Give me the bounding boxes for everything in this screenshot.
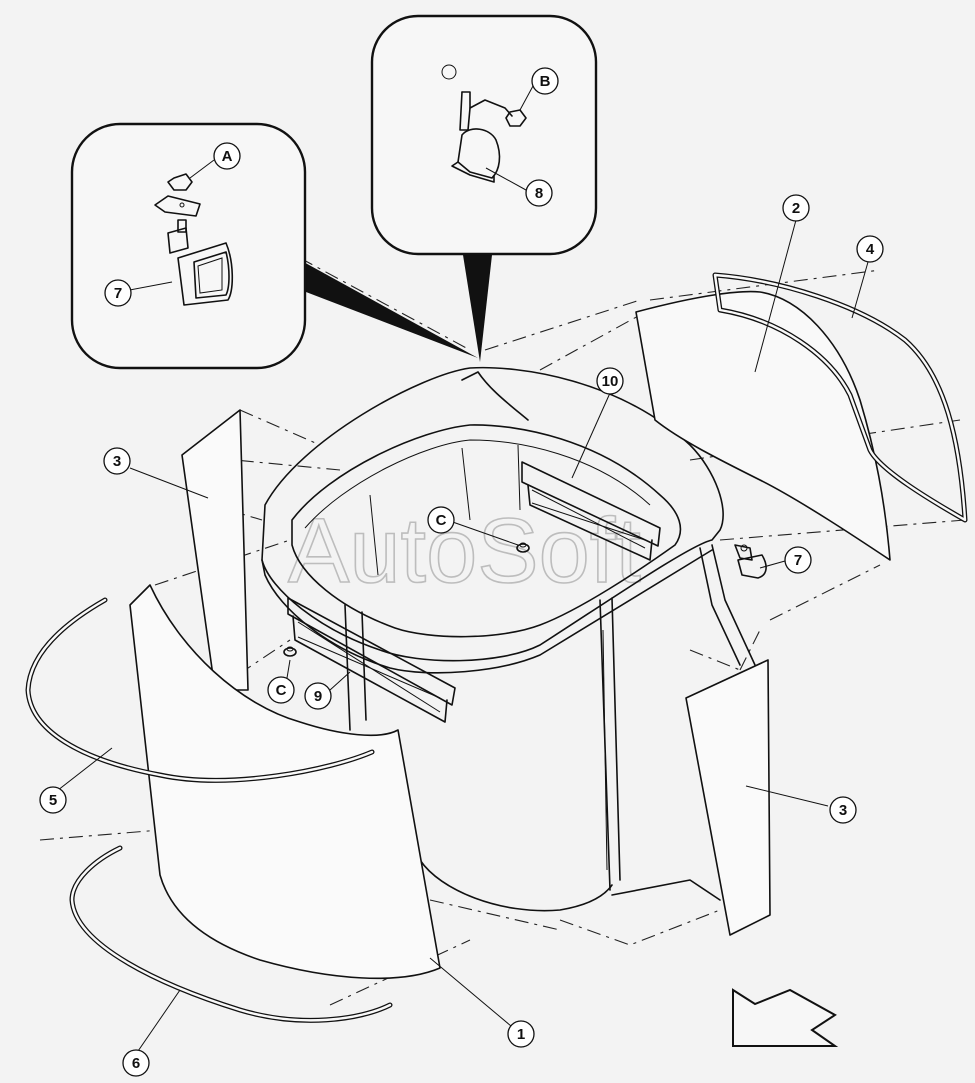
svg-text:6: 6 xyxy=(132,1055,140,1072)
svg-text:3: 3 xyxy=(113,453,121,470)
detail-balloon-b xyxy=(370,14,598,362)
cab-frame xyxy=(261,366,756,912)
part-1-windscreen xyxy=(129,584,441,980)
part-3-left-side-glass xyxy=(181,409,249,691)
part-4-rear-seal xyxy=(712,272,968,523)
leader-lines xyxy=(52,85,869,1055)
watermark: AutoSoft xyxy=(288,500,641,602)
callout-7-detail: 7 xyxy=(104,279,132,307)
svg-text:3: 3 xyxy=(839,802,847,819)
callout-3-left: 3 xyxy=(103,447,131,475)
svg-text:5: 5 xyxy=(49,792,57,809)
part-7-mirror-installed xyxy=(734,544,767,579)
callout-c-lower: C xyxy=(267,676,295,704)
part-3-right-side-glass xyxy=(685,659,771,936)
callout-3-right: 3 xyxy=(829,796,857,824)
callout-8: 8 xyxy=(525,179,553,207)
svg-text:C: C xyxy=(436,512,447,529)
callout-9: 9 xyxy=(304,682,332,710)
svg-text:4: 4 xyxy=(866,241,875,258)
callout-a: A xyxy=(213,142,241,170)
svg-text:8: 8 xyxy=(535,185,543,202)
part-9-bracket xyxy=(287,597,456,723)
svg-text:B: B xyxy=(540,73,551,90)
callout-6: 6 xyxy=(122,1049,150,1077)
svg-text:2: 2 xyxy=(792,200,800,217)
svg-text:C: C xyxy=(276,682,287,699)
fastener-c-upper xyxy=(516,542,530,553)
callout-b: B xyxy=(531,67,559,95)
callout-4: 4 xyxy=(856,235,884,263)
svg-text:7: 7 xyxy=(114,285,122,302)
svg-text:1: 1 xyxy=(517,1026,525,1043)
svg-text:7: 7 xyxy=(794,552,802,569)
callout-5: 5 xyxy=(39,786,67,814)
callout-1: 1 xyxy=(507,1020,535,1048)
detail-balloon-a xyxy=(70,122,478,370)
callout-7-main: 7 xyxy=(784,546,812,574)
fastener-c-lower xyxy=(283,646,297,657)
part-5-upper-seal xyxy=(25,597,375,783)
svg-text:10: 10 xyxy=(602,373,619,390)
view-direction-arrow-icon xyxy=(732,988,839,1047)
svg-text:A: A xyxy=(222,148,233,165)
svg-text:9: 9 xyxy=(314,688,322,705)
callout-10: 10 xyxy=(596,367,624,395)
part-2-rear-glass xyxy=(635,290,891,561)
callout-2: 2 xyxy=(782,194,810,222)
part-6-lower-seal xyxy=(69,845,393,1023)
callout-c-upper: C xyxy=(427,506,455,534)
part-10-bracket xyxy=(521,461,661,561)
